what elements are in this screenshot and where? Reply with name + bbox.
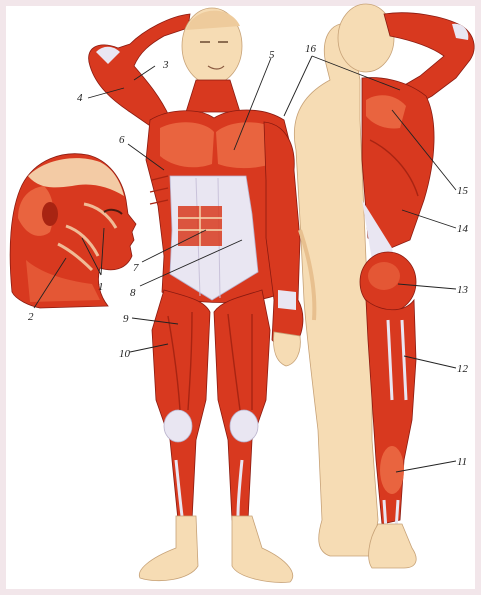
label-16: 16: [305, 43, 317, 55]
label-15: 15: [457, 185, 469, 197]
label-5: 5: [269, 49, 275, 61]
label-6: 6: [119, 134, 125, 146]
label-9: 9: [123, 313, 129, 325]
label-11: 11: [457, 456, 467, 468]
label-7: 7: [133, 262, 139, 274]
label-12: 12: [457, 363, 469, 375]
label-14: 14: [457, 223, 469, 235]
label-13: 13: [457, 284, 469, 296]
label-4: 4: [77, 92, 83, 104]
label-2: 2: [28, 311, 34, 323]
label-3: 3: [162, 59, 169, 71]
label-8: 8: [130, 287, 136, 299]
label-10: 10: [119, 348, 131, 360]
label-1: 1: [98, 281, 104, 293]
